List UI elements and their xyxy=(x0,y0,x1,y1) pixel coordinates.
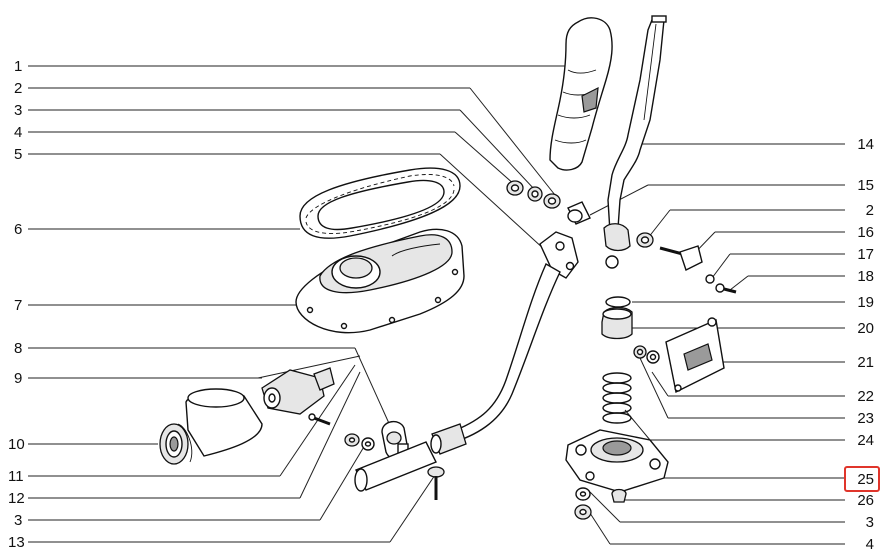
leader-lines-left xyxy=(28,65,570,543)
leader-lines-right xyxy=(587,143,845,545)
callout-18: 18 xyxy=(857,268,874,285)
callout-4b: 4 xyxy=(866,536,874,553)
callout-7: 7 xyxy=(14,297,22,314)
part-tube xyxy=(354,441,437,492)
callout-3b: 3 xyxy=(14,512,22,529)
callout-1: 1 xyxy=(14,58,22,75)
callout-15: 15 xyxy=(857,177,874,194)
part-washers-mid xyxy=(633,345,660,364)
callout-25: 25 xyxy=(857,471,874,488)
callout-16: 16 xyxy=(857,224,874,241)
callout-24: 24 xyxy=(857,432,874,449)
part-pivot-assembly xyxy=(636,232,737,294)
callout-17: 17 xyxy=(857,246,874,263)
callout-11: 11 xyxy=(8,468,24,485)
part-plate xyxy=(665,317,725,394)
callout-8: 8 xyxy=(14,340,22,357)
highlight-box-25 xyxy=(844,466,880,492)
callout-23: 23 xyxy=(857,410,874,427)
callout-6: 6 xyxy=(14,221,22,238)
part-coupling xyxy=(261,367,335,426)
callout-20: 20 xyxy=(857,320,874,337)
callout-2: 2 xyxy=(14,80,22,97)
callout-2b: 2 xyxy=(866,202,874,219)
callout-labels-left: 1 2 3 4 5 6 7 8 9 10 11 12 3 13 xyxy=(8,58,25,551)
part-bush xyxy=(567,201,591,225)
part-gasket xyxy=(299,167,461,239)
callout-13: 13 xyxy=(8,534,25,551)
part-ball-socket xyxy=(601,306,633,340)
callout-22: 22 xyxy=(857,388,874,405)
callout-9: 9 xyxy=(14,370,22,387)
callout-19: 19 xyxy=(857,294,874,311)
part-rod-bracket xyxy=(430,231,579,455)
callout-26: 26 xyxy=(857,492,874,509)
part-nuts-lower xyxy=(344,433,375,451)
callout-12: 12 xyxy=(8,490,25,507)
part-base-housing xyxy=(565,429,669,493)
part-knob xyxy=(549,17,613,171)
callout-10: 10 xyxy=(8,436,25,453)
callout-21: 21 xyxy=(857,354,874,371)
part-o-ring xyxy=(605,296,631,308)
part-nuts-upper xyxy=(506,180,561,209)
part-lower-small xyxy=(574,487,627,520)
callout-14: 14 xyxy=(857,136,874,153)
callout-4: 4 xyxy=(14,124,22,141)
callout-labels-right: 14 15 2 16 17 18 19 20 21 22 23 24 25 26… xyxy=(857,136,874,553)
callout-3c: 3 xyxy=(866,514,874,531)
callout-3: 3 xyxy=(14,102,22,119)
part-gear-lever xyxy=(603,15,667,269)
part-boot-housing xyxy=(295,228,465,334)
part-spring xyxy=(602,372,632,424)
part-bolt xyxy=(427,466,445,500)
part-rubber-cylinder xyxy=(159,388,263,465)
callout-5: 5 xyxy=(14,146,22,163)
